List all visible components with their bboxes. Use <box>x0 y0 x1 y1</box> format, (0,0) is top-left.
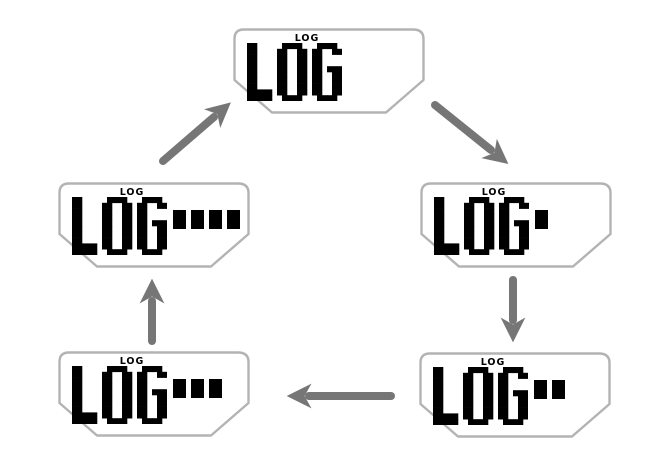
display-panel-top: LOG <box>233 28 425 114</box>
arrow-top-to-right-icon <box>431 101 509 164</box>
display-panel-bottom-left: LOG <box>58 351 250 437</box>
log-indicator-label: LOG <box>119 187 145 198</box>
segment-bars <box>173 379 222 398</box>
log-indicator-label: LOG <box>481 187 507 198</box>
arrow-middle-left-to-top-icon <box>159 102 231 165</box>
segment-block <box>191 210 204 229</box>
segment-bars <box>173 210 240 229</box>
display-main-text <box>433 367 528 425</box>
display-main-text <box>72 197 167 255</box>
segment-block <box>191 379 204 398</box>
display-panel-bottom-right: LOG <box>419 352 611 438</box>
display-main-text <box>247 43 342 101</box>
display-main-text <box>434 197 529 255</box>
display-panel-middle-left: LOG <box>58 182 250 268</box>
log-indicator-label: LOG <box>480 357 506 368</box>
segment-block <box>209 210 222 229</box>
log-indicator-label: LOG <box>119 356 145 367</box>
segment-block <box>534 380 547 399</box>
display-main-text <box>72 366 167 424</box>
segment-block <box>173 210 186 229</box>
log-indicator-label: LOG <box>294 33 320 44</box>
segment-bars <box>534 380 565 399</box>
segment-block <box>552 380 565 399</box>
segment-block <box>209 379 222 398</box>
segment-block <box>173 379 186 398</box>
segment-block <box>227 210 240 229</box>
segment-bars <box>535 210 548 229</box>
segment-block <box>535 210 548 229</box>
display-panel-right: LOG <box>420 182 612 268</box>
